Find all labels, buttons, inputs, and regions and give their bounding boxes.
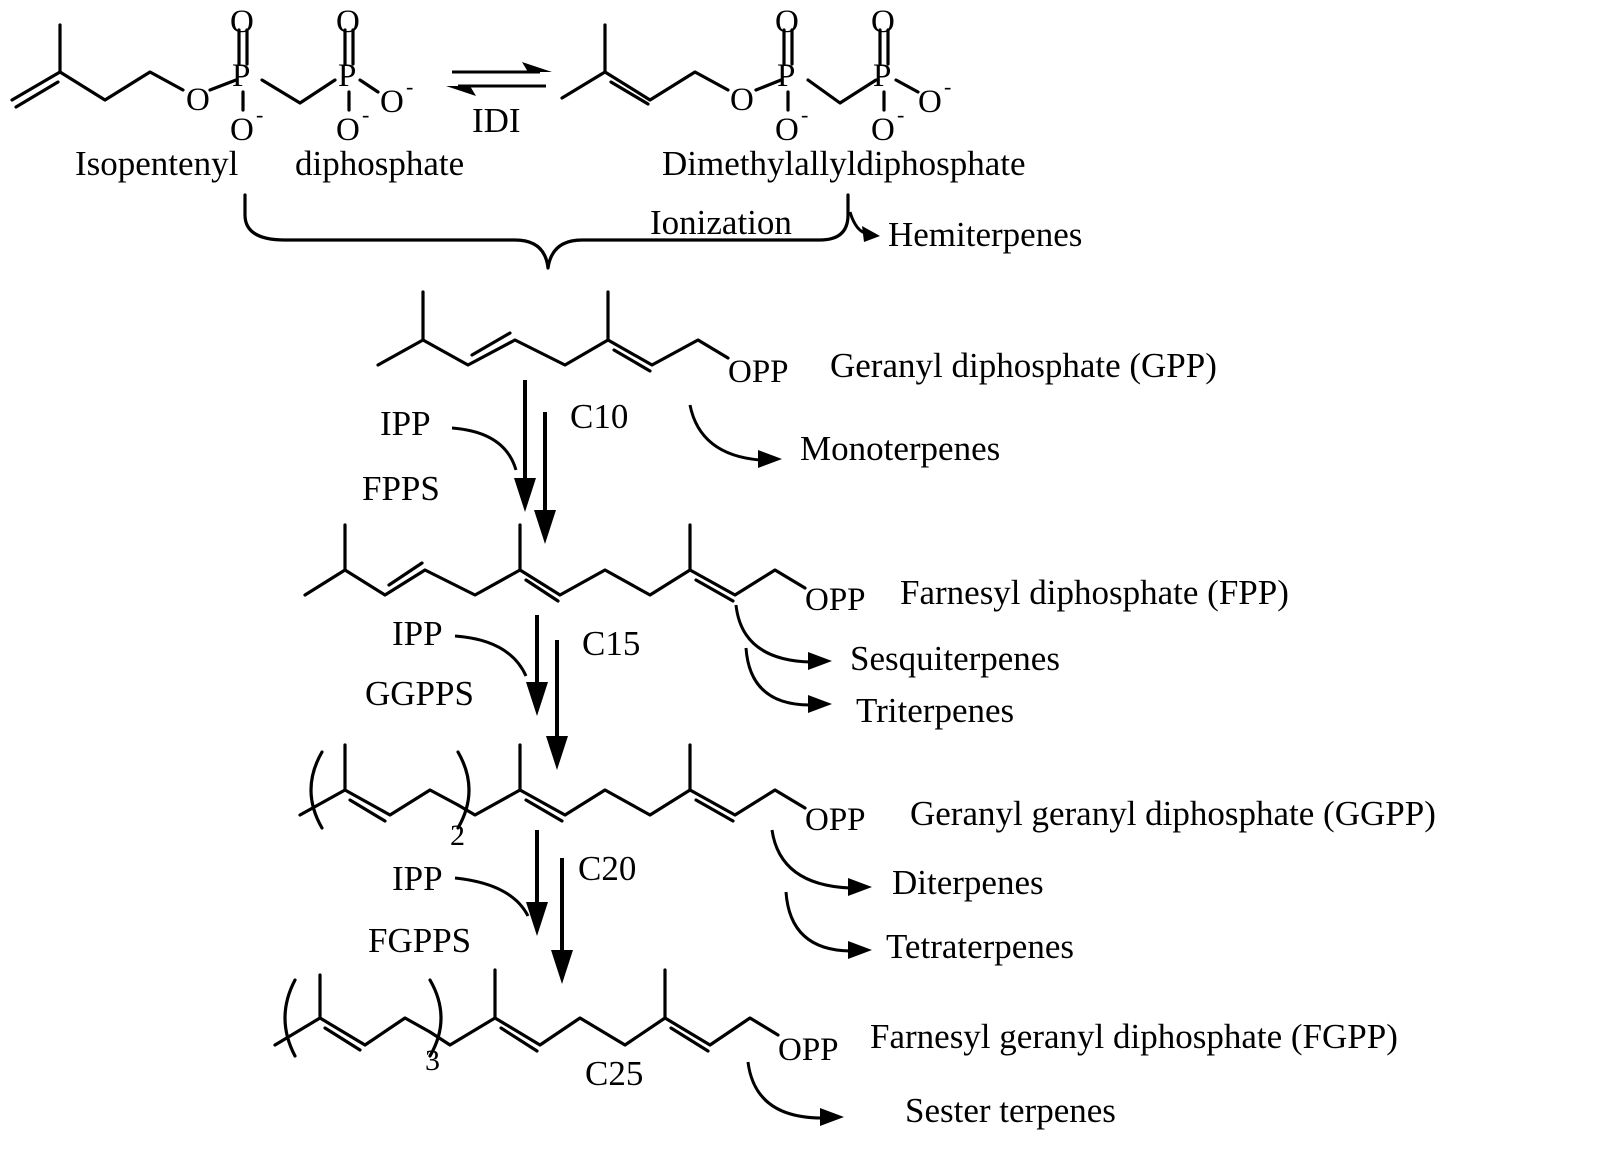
diterpenes-label: Diterpenes xyxy=(892,863,1044,902)
ipp-terminal-oxygen: O xyxy=(380,84,404,120)
ipp-charge-2: - xyxy=(362,102,369,127)
dmapp-anionic-oxygen-1: O xyxy=(775,112,799,148)
step2-substrate: IPP xyxy=(392,614,443,653)
sesterterpenes-arrow xyxy=(746,1061,823,1120)
ipp-ester-oxygen: O xyxy=(186,82,210,118)
triterpenes-arrow xyxy=(744,647,811,707)
ipp-charge-3: - xyxy=(406,74,413,99)
fpp-carbon-count: C15 xyxy=(582,624,640,663)
ggpp-repeat-subscript: 2 xyxy=(450,819,465,852)
fgpp-structure: OPP 3 xyxy=(273,968,839,1077)
ipp-phosphorus-1: P xyxy=(232,58,250,94)
ggpp-carbon-count: C20 xyxy=(578,849,636,888)
gpp-name: Geranyl diphosphate (GPP) xyxy=(830,346,1217,385)
diterpenes-arrow xyxy=(770,829,851,890)
hemiterpenes-label: Hemiterpenes xyxy=(888,215,1082,254)
ipp-anionic-oxygen-2: O xyxy=(336,112,360,148)
ipp-phosphorus-2: P xyxy=(338,58,356,94)
monoterpenes-arrow xyxy=(688,404,761,462)
dmapp-structure: O P O O - P O O - O - xyxy=(560,4,951,148)
fgpp-opp: OPP xyxy=(778,1032,839,1068)
sesquiterpenes-label: Sesquiterpenes xyxy=(850,639,1060,678)
step3-enzyme: FGPPS xyxy=(368,921,471,960)
gpp-to-fpp-arrows xyxy=(451,380,556,544)
dmapp-name: Dimethylallyldiphosphate xyxy=(662,144,1026,183)
dmapp-charge-3: - xyxy=(944,74,951,99)
ipp-anionic-oxygen-1: O xyxy=(230,112,254,148)
ipp-name-part1: Isopentenyl xyxy=(75,144,239,183)
fpp-name: Farnesyl diphosphate (FPP) xyxy=(900,573,1289,612)
tetraterpenes-arrow xyxy=(784,891,851,953)
step3-substrate: IPP xyxy=(392,859,443,898)
step1-substrate: IPP xyxy=(380,404,431,443)
dmapp-phosphorus-1: P xyxy=(777,58,795,94)
dmapp-anionic-oxygen-2: O xyxy=(871,112,895,148)
step1-enzyme: FPPS xyxy=(362,469,440,508)
idi-enzyme-label: IDI xyxy=(472,101,521,140)
ggpp-opp: OPP xyxy=(805,802,866,838)
triterpenes-label: Triterpenes xyxy=(856,691,1014,730)
fpp-opp: OPP xyxy=(805,582,866,618)
ionization-label: Ionization xyxy=(650,203,792,242)
ipp-name-part2: diphosphate xyxy=(295,144,464,183)
gpp-opp: OPP xyxy=(728,354,789,390)
monoterpenes-label: Monoterpenes xyxy=(800,429,1000,468)
gpp-carbon-count: C10 xyxy=(570,397,628,436)
tetraterpenes-label: Tetraterpenes xyxy=(886,927,1074,966)
dmapp-charge-1: - xyxy=(801,102,808,127)
equilibrium-arrows xyxy=(446,62,552,96)
ipp-charge-1: - xyxy=(256,102,263,127)
ipp-phosphoryl-oxygen-1: O xyxy=(230,4,254,40)
dmapp-terminal-oxygen: O xyxy=(918,84,942,120)
fgpp-repeat-subscript: 3 xyxy=(425,1044,440,1077)
dmapp-ester-oxygen: O xyxy=(730,82,754,118)
sesquiterpenes-arrow xyxy=(734,604,811,664)
dmapp-phosphoryl-oxygen-2: O xyxy=(871,4,895,40)
gpp-structure: OPP xyxy=(376,290,789,390)
fpp-to-ggpp-arrows xyxy=(454,615,568,770)
fgpp-carbon-count: C25 xyxy=(585,1054,643,1093)
ggpp-structure: OPP 2 xyxy=(298,743,866,852)
fpp-structure: OPP xyxy=(303,523,866,618)
dmapp-charge-2: - xyxy=(897,102,904,127)
ggpp-to-fgpp-arrows xyxy=(454,830,573,984)
ggpp-name: Geranyl geranyl diphosphate (GGPP) xyxy=(910,794,1436,833)
sesterterpenes-label: Sester terpenes xyxy=(905,1091,1116,1130)
ipp-phosphoryl-oxygen-2: O xyxy=(336,4,360,40)
dmapp-phosphoryl-oxygen-1: O xyxy=(775,4,799,40)
condensation-brace xyxy=(243,193,850,270)
step2-enzyme: GGPPS xyxy=(365,674,474,713)
dmapp-phosphorus-2: P xyxy=(873,58,891,94)
fgpp-name: Farnesyl geranyl diphosphate (FGPP) xyxy=(870,1017,1398,1056)
ipp-structure: O P O O - P O O - O - xyxy=(10,4,413,148)
